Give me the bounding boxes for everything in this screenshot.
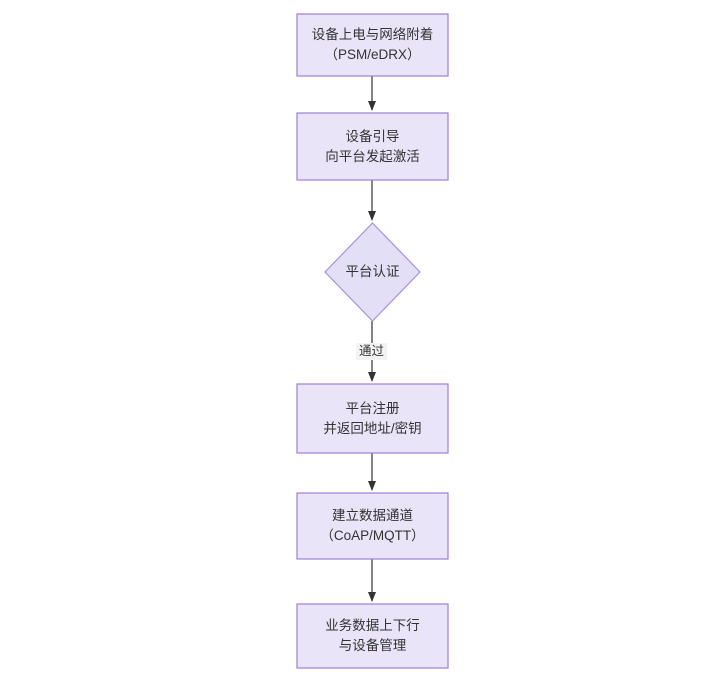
- node-data-channel-shape[interactable]: [296, 492, 449, 560]
- node-device-power-on-shape[interactable]: [296, 13, 449, 77]
- node-device-bootstrap-shape[interactable]: [296, 112, 449, 181]
- node-platform-register-shape[interactable]: [296, 383, 449, 454]
- node-business-data-shape[interactable]: [296, 603, 449, 669]
- edge-label-pass: 通过: [356, 343, 388, 360]
- node-shape-group: [296, 13, 449, 669]
- node-platform-auth-shape[interactable]: [324, 222, 421, 322]
